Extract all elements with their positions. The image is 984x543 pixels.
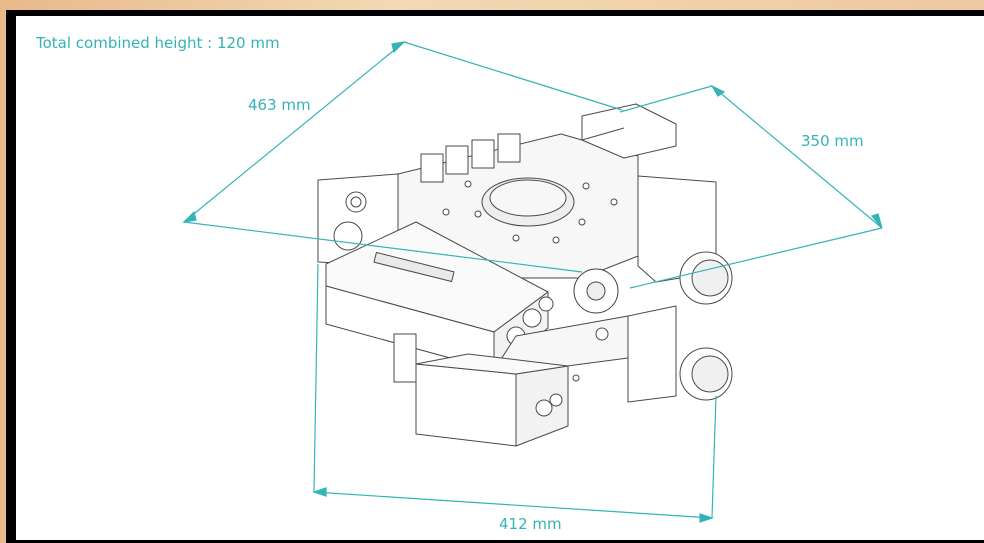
box-connector-2: [522, 308, 542, 328]
dim-label-463: 463 mm: [248, 96, 311, 114]
support-post: [393, 333, 417, 383]
dim-line-463: [183, 41, 405, 223]
dim-line-412: [313, 491, 713, 519]
dim-label-350: 350 mm: [801, 132, 864, 150]
dim-label-412: 412 mm: [499, 515, 562, 533]
drawing-canvas: Total combined height : 120 mm 463 mm 35…: [16, 16, 984, 540]
technical-drawing: [182, 41, 883, 523]
screw-holes: [442, 180, 618, 382]
top-connector-4: [497, 133, 521, 163]
lower-box-front: [415, 363, 517, 447]
lower-connector: [535, 399, 553, 417]
dimension-lines: [182, 41, 883, 523]
dim-line-350: [711, 85, 883, 229]
display-slot: [373, 251, 455, 283]
top-connector-3: [471, 139, 495, 169]
top-connector-1: [420, 153, 444, 183]
right-lower-block: [627, 305, 677, 403]
left-connector: [345, 191, 367, 213]
height-note: Total combined height : 120 mm: [36, 34, 280, 52]
top-connector-2: [445, 145, 469, 175]
